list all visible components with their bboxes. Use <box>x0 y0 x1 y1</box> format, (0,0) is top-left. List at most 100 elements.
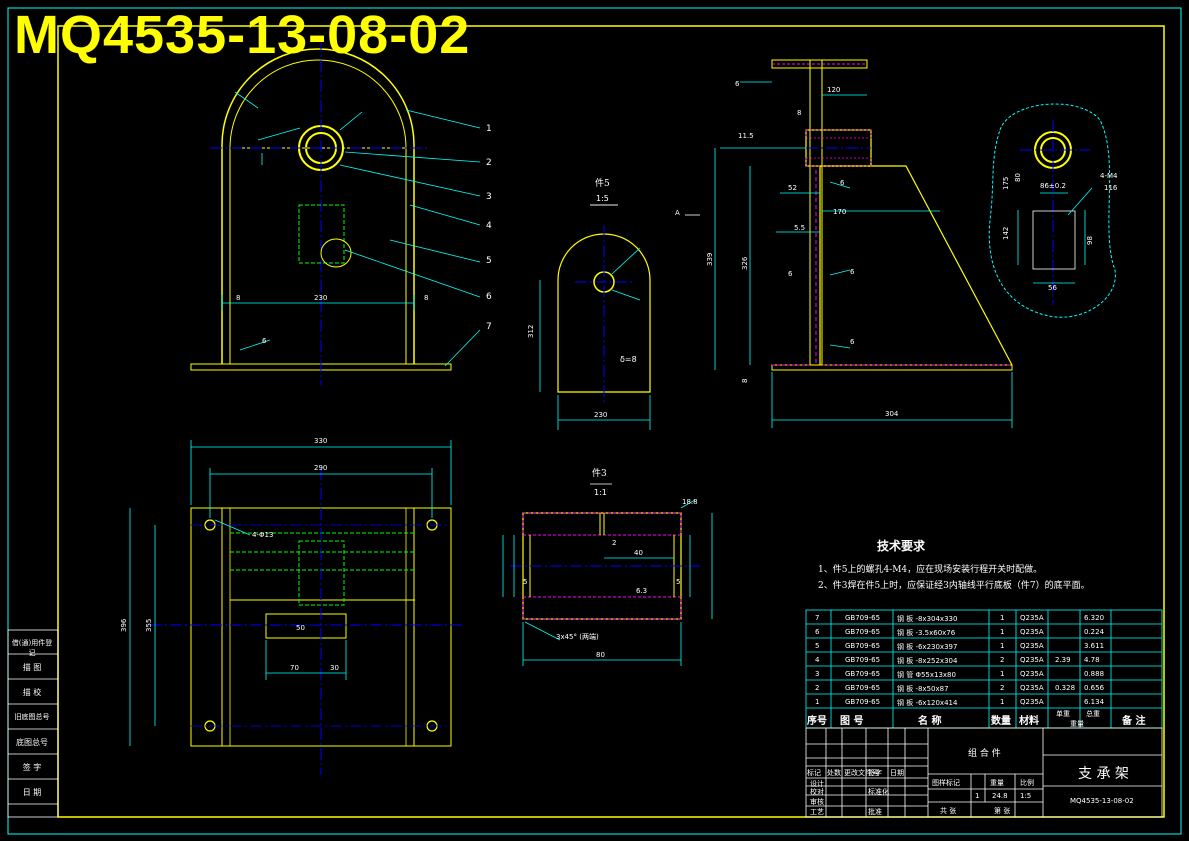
part3-chamfer: 3x45° (两端) <box>556 632 599 641</box>
detail-dim-thread: 4-M4 <box>1100 172 1118 180</box>
side-weld-1: 6 <box>735 80 740 88</box>
side-column-old-base: 旧底图总号 <box>14 713 50 721</box>
bom-row-4-material: Q235A <box>1020 656 1044 664</box>
bom-row-2-seq: 2 <box>815 684 820 692</box>
side-dim-120: 120 <box>827 86 840 94</box>
title-assembly: 组 合 件 <box>968 749 1001 759</box>
front-weld-symbol: 6 <box>262 337 267 345</box>
side-weld-4: 6 <box>850 268 855 276</box>
bom-header-qty: 数量 <box>991 716 1011 727</box>
bom-header-remark: 备 注 <box>1122 716 1146 727</box>
title-sheet: 第 张 <box>994 807 1011 815</box>
side-dim-326: 326 <box>741 256 749 270</box>
title-qty: 1 <box>975 792 980 800</box>
bom-row-4-seq: 4 <box>815 656 820 664</box>
bom-header-material: 材料 <box>1019 716 1039 727</box>
plan-view <box>129 440 465 775</box>
bom-row-2-material: Q235A <box>1020 684 1044 692</box>
bom-header-total-weight: 总重 <box>1086 710 1100 718</box>
callout-7: 7 <box>486 322 492 332</box>
side-column-tracing: 描 图 <box>22 663 42 672</box>
bom-row-5-total: 3.611 <box>1084 642 1105 650</box>
side-column-date: 日 期 <box>22 788 42 797</box>
bom-header-name: 名 称 <box>918 716 942 727</box>
bom-row-6-name: 钢 板 -3.5x60x76 <box>897 629 956 637</box>
detail-dim-175: 175 <box>1002 177 1010 190</box>
outer-frame <box>7 7 1182 835</box>
detail-dim-56: 56 <box>1048 284 1057 292</box>
bom-row-7-seq: 7 <box>815 614 820 622</box>
side-dim-52: 52 <box>788 184 797 192</box>
bom-row-3-name: 钢 管 Φ55x13x80 <box>897 671 956 679</box>
title-rev-mark: 标记 <box>807 769 821 777</box>
bom-row-7-material: Q235A <box>1020 614 1044 622</box>
bom-row-5-seq: 5 <box>815 642 820 650</box>
bom-header-weight: 重量 <box>1070 720 1084 728</box>
part5-dim-width: 230 <box>594 411 607 419</box>
callout-2: 2 <box>486 158 492 168</box>
side-weld-3: 6 <box>788 270 793 278</box>
bom-row-7-name: 钢 板 -8x304x330 <box>897 615 958 623</box>
part5-view <box>539 204 651 430</box>
bom-header-seq: 序号 <box>807 716 827 727</box>
bom-row-7-qty: 1 <box>1000 614 1005 622</box>
front-dim-left: 8 <box>236 294 240 302</box>
bom-row-6-seq: 6 <box>815 628 820 636</box>
bom-header-code: 图 号 <box>840 716 864 727</box>
plan-dim-50: 50 <box>296 624 305 632</box>
bom-row-3-qty: 1 <box>1000 670 1005 678</box>
bom-row-2-unit: 0.328 <box>1055 684 1076 692</box>
bom-row-2-name: 钢 板 -8x50x87 <box>897 685 949 693</box>
side-view-mark: A <box>675 209 680 217</box>
title-role-process: 工艺 <box>810 808 824 816</box>
tech-requirement-2: 2、件3焊在件5上时，应保证经3内轴线平行底板（件7）的底平面。 <box>818 581 1090 591</box>
part3-dim-80: 80 <box>596 651 605 659</box>
title-block <box>805 727 1163 818</box>
side-weld-2: 6 <box>840 179 845 187</box>
bom-row-3-material: Q235A <box>1020 670 1044 678</box>
front-view <box>190 40 481 385</box>
bom-row-7-total: 6.320 <box>1084 614 1105 622</box>
plan-dim-396: 396 <box>120 618 128 632</box>
title-part-name: 支 承 架 <box>1078 766 1129 782</box>
bom-row-4-total: 4.78 <box>1084 656 1100 664</box>
bom-row-5-name: 钢 板 -6x230x397 <box>897 643 958 651</box>
title-stage-label: 图样标记 <box>932 779 960 787</box>
inner-frame <box>57 25 1165 818</box>
bom-row-4-qty: 2 <box>1000 656 1005 664</box>
title-scale: 1:5 <box>1020 792 1032 800</box>
plan-dim-330: 330 <box>314 437 327 445</box>
side-weld-5: 6 <box>850 338 855 346</box>
part3-label: 件3 <box>592 467 607 479</box>
bom-row-3-code: GB709-65 <box>845 670 881 678</box>
part3-dim-40: 40 <box>634 549 643 557</box>
bom-row-1-seq: 1 <box>815 698 820 706</box>
drawing-number-title: MQ4535-13-08-02 <box>14 5 471 65</box>
bom-row-3-total: 0.888 <box>1084 670 1105 678</box>
part3-scale: 1:1 <box>594 488 607 497</box>
bom-row-1-total: 6.134 <box>1084 698 1105 706</box>
bom-row-3-seq: 3 <box>815 670 820 678</box>
plan-dim-355: 355 <box>145 619 153 632</box>
bom-row-4-name: 钢 板 -8x252x304 <box>897 657 958 665</box>
part5-label: 件5 <box>595 177 610 189</box>
bom-row-5-material: Q235A <box>1020 642 1044 650</box>
title-role-check: 校对 <box>810 788 824 796</box>
bom-row-4-unit: 2.39 <box>1055 656 1071 664</box>
title-role-review: 审核 <box>810 798 824 806</box>
plan-hole-note: 4-Φ13 <box>252 531 273 539</box>
detail-view <box>988 103 1116 318</box>
bom-row-1-material: Q235A <box>1020 698 1044 706</box>
callout-6: 6 <box>486 292 492 302</box>
callout-5: 5 <box>486 256 492 266</box>
tech-requirement-1: 1、件5上的螺孔4-M4，应在现场安装行程开关时配做。 <box>818 565 1043 575</box>
bom-row-2-qty: 2 <box>1000 684 1005 692</box>
part3-dim-2: 2 <box>612 539 616 547</box>
side-column-borrowed: 借(通)用件登记 <box>11 639 53 657</box>
tech-requirements-title: 技术要求 <box>877 539 926 553</box>
bom-row-5-code: GB709-65 <box>845 642 881 650</box>
title-weight: 24.8 <box>992 792 1008 800</box>
part5-thickness: δ=8 <box>620 355 637 364</box>
part3-dim-roughness: 18.8 <box>682 498 698 506</box>
detail-dim-116: 116 <box>1104 184 1118 192</box>
